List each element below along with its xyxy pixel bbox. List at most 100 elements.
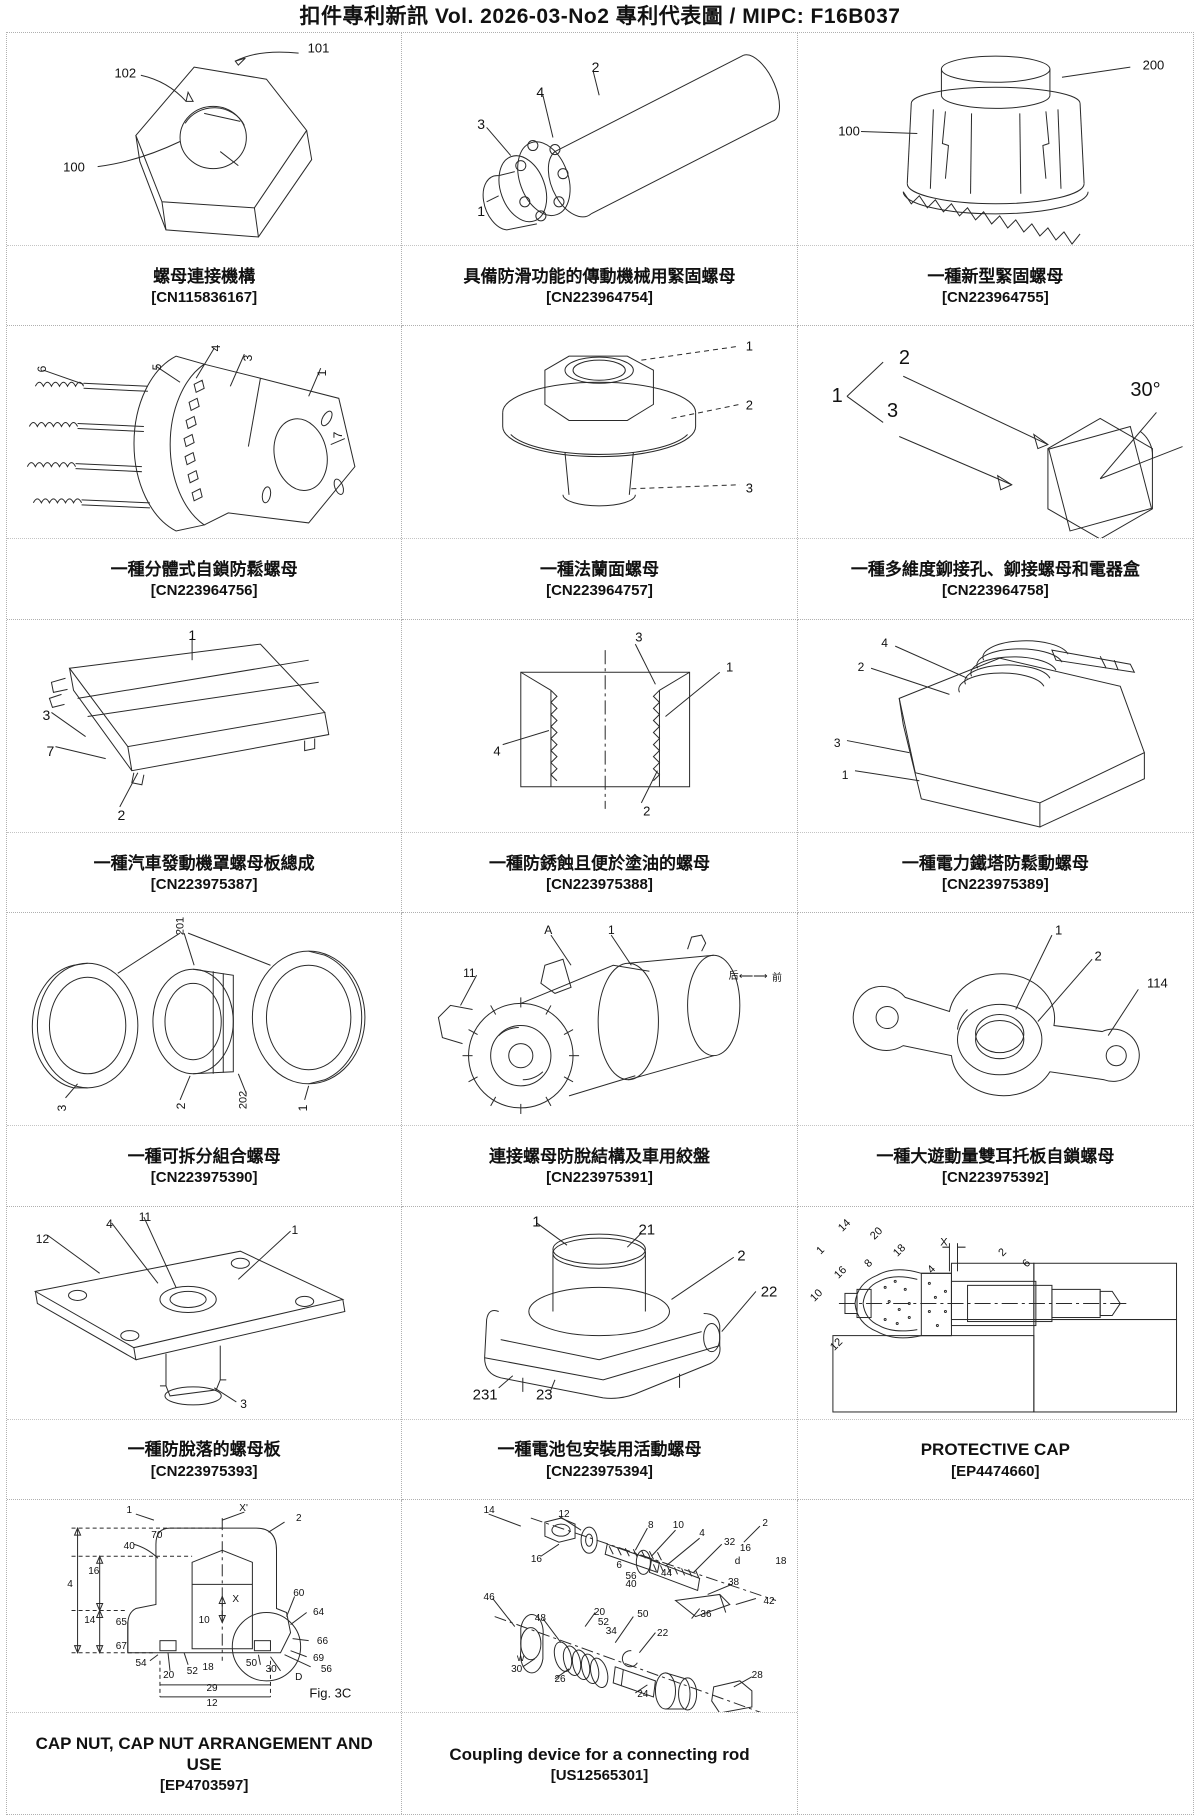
figure-ref-label: 67	[115, 1640, 127, 1652]
figure-ref-label: 30	[265, 1663, 277, 1675]
figure-ref-label: 1	[532, 1213, 541, 1231]
figure-ref-label: 102	[114, 65, 137, 81]
figure-ref-label: 44	[660, 1568, 673, 1580]
figure-ref-label: 1	[607, 923, 615, 938]
figure-ref-label: 52	[597, 1617, 609, 1629]
figure-ref-label: 6	[35, 365, 50, 373]
figure-ref-label: 100	[63, 159, 85, 175]
patent-caption: 一種法蘭面螺母 [CN223964757]	[402, 539, 796, 618]
patent-title: 一種防脫落的螺母板	[127, 1440, 281, 1460]
figure-ref-label: 1	[295, 1105, 310, 1112]
patent-number: [CN223975389]	[941, 875, 1049, 893]
figure-ref-label: 1	[841, 767, 849, 782]
patent-title: 一種可拆分組合螺母	[127, 1146, 281, 1166]
figure-ref-label: 101	[307, 40, 330, 56]
patent-number: [US12565301]	[550, 1766, 649, 1784]
empty-figure	[798, 1500, 1193, 1712]
figure-ref-label: D	[295, 1672, 303, 1684]
figure-ref-label: 202	[237, 1090, 250, 1110]
figure-ref-label: 1	[188, 626, 197, 643]
patent-figure-hex-nut: 101 102 100	[7, 33, 402, 246]
figure-ref-label: 18	[202, 1661, 214, 1673]
figure-ref-label: 30	[511, 1663, 523, 1675]
figure-ref-label: 40	[625, 1579, 637, 1591]
patent-number: [CN223964754]	[546, 288, 653, 306]
figure-ref-label: 200	[1142, 57, 1165, 73]
patent-number: [CN223975393]	[150, 1462, 258, 1480]
figure-ref-label: A	[544, 923, 553, 938]
patent-number: [CN115836167]	[151, 288, 258, 306]
figure-ref-label: X	[940, 1236, 948, 1249]
patent-caption: 一種多維度鉚接孔、鉚接螺母和電器盒 [CN223964758]	[798, 539, 1193, 618]
patent-number: [CN223964756]	[150, 582, 258, 600]
patent-title: 一種汽車發動機罩螺母板總成	[93, 853, 315, 873]
figure-ref-label: 1	[315, 369, 330, 377]
figure-ref-label: 4	[208, 344, 223, 351]
figure-ref-label: 14	[84, 1615, 96, 1627]
figure-ref-label: 66	[316, 1636, 329, 1648]
patent-title: 一種多維度鉚接孔、鉚接螺母和電器盒	[850, 560, 1140, 580]
figure-ref-label: 36	[700, 1608, 712, 1620]
patent-number: [CN223975390]	[150, 1169, 258, 1187]
empty-caption	[798, 1712, 1193, 1814]
figure-ref-label: 11	[463, 965, 476, 980]
figure-ref-label: 1	[477, 203, 486, 220]
patent-cell-empty	[798, 1500, 1193, 1814]
patent-caption: 螺母連接機構 [CN115836167]	[7, 246, 401, 325]
figure-ref-label: 54	[135, 1657, 147, 1669]
figure-ref-label: 2	[762, 1517, 768, 1529]
figure-ref-label: 69	[312, 1653, 325, 1665]
patent-number: [CN223975387]	[150, 875, 258, 893]
figure-ref-label: 4	[699, 1528, 705, 1540]
figure-ref-label: 201	[174, 916, 186, 936]
figure-ref-label: 1	[1054, 922, 1063, 938]
patent-caption: Coupling device for a connecting rod [US…	[402, 1713, 796, 1814]
patent-number: [EP4474660]	[951, 1462, 1040, 1480]
figure-ref-label: 2	[737, 1247, 746, 1265]
figure-ref-label: 2	[643, 803, 651, 819]
figure-ref-label: 20	[593, 1606, 606, 1618]
patent-title: 一種防銹蝕且便於塗油的螺母	[488, 853, 710, 873]
patent-title: 螺母連接機構	[153, 266, 256, 286]
figure-ref-label: 5	[149, 363, 164, 371]
patent-number: [CN223964758]	[941, 582, 1049, 600]
patent-caption: 具備防滑功能的傳動機械用緊固螺母 [CN223964754]	[402, 246, 796, 325]
figure-ref-label: 1	[725, 659, 734, 675]
page-title: 扣件專利新訊 Vol. 2026-03-No2 專利代表圖 / MIPC: F1…	[299, 5, 901, 28]
patent-title: 一種法蘭面螺母	[539, 560, 659, 580]
figure-ref-label: 10	[198, 1615, 210, 1627]
patent-title: CAP NUT, CAP NUT ARRANGEMENT AND USE	[35, 1733, 373, 1775]
figure-ref-label: 24	[637, 1689, 649, 1701]
figure-ref-label: 16	[739, 1543, 751, 1555]
figure-ref-label: 2	[117, 806, 126, 823]
figure-ref-label: 3	[240, 1396, 247, 1411]
figure-ref-label: 28	[751, 1670, 763, 1682]
figure-ref-label: 42	[763, 1596, 775, 1608]
figure-ref-label: 12	[558, 1509, 570, 1521]
patent-caption: 一種防脫落的螺母板 [CN223975393]	[7, 1420, 401, 1499]
figure-ref-label: 10	[672, 1519, 684, 1531]
figure-ref-label: 7	[331, 431, 346, 438]
figure-ref-label: 8	[647, 1519, 654, 1531]
